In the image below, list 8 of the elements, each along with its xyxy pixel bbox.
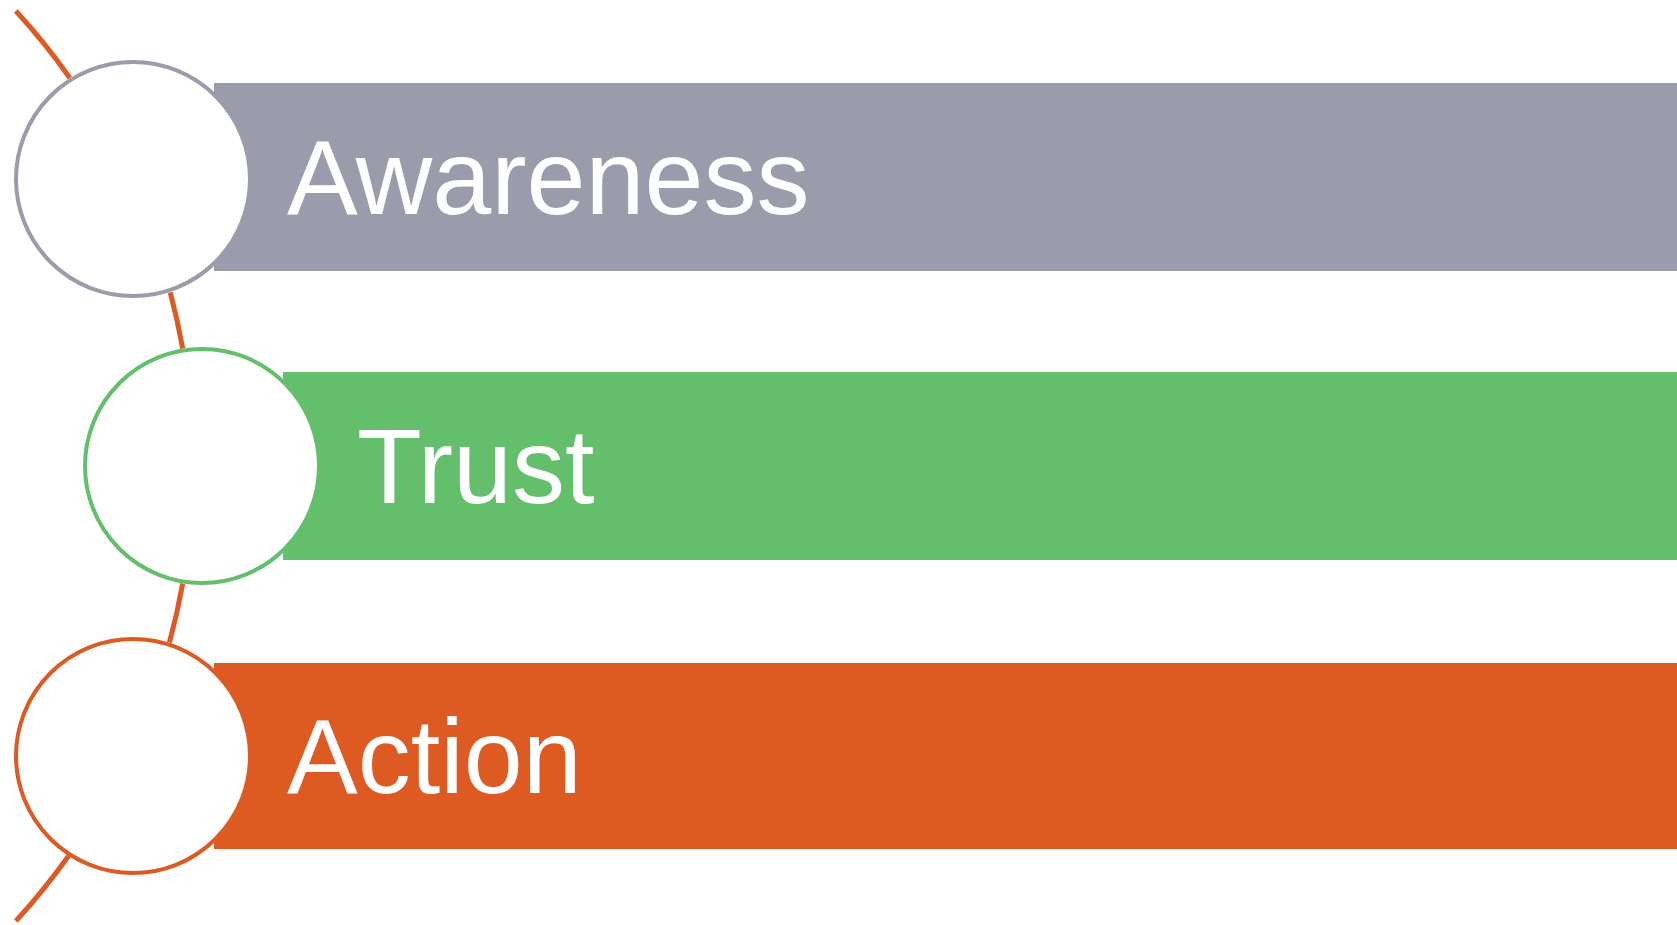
stage-label: Awareness	[287, 124, 810, 230]
stage-band	[214, 663, 1677, 849]
stage-band	[283, 372, 1677, 560]
stage-label: Trust	[357, 413, 595, 519]
connector-line	[167, 291, 186, 349]
stage-label: Action	[287, 703, 582, 809]
stage-band	[214, 83, 1677, 271]
connector-line	[167, 583, 186, 644]
